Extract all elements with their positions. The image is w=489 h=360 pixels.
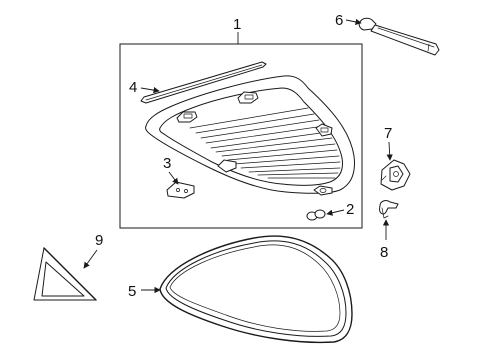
svg-text:6: 6 xyxy=(335,12,343,29)
part-3-bracket xyxy=(166,181,195,199)
glass-bracket-right xyxy=(315,123,333,137)
svg-text:4: 4 xyxy=(129,79,137,96)
part-5-weatherstrip xyxy=(159,235,353,344)
callout-1: 1 xyxy=(233,16,241,44)
part-4-trim-strip xyxy=(140,61,267,104)
svg-text:8: 8 xyxy=(380,244,388,261)
part-9-quarter-window xyxy=(33,247,97,301)
part-8-clip xyxy=(379,200,399,219)
callout-7: 7 xyxy=(384,125,393,161)
part-2-grommets xyxy=(306,209,326,221)
callout-6: 6 xyxy=(335,12,362,29)
callout-8: 8 xyxy=(380,219,390,261)
part-1-rear-window xyxy=(145,75,355,196)
glass-bracket-top-left xyxy=(176,111,198,123)
callout-4: 4 xyxy=(129,79,160,96)
svg-text:9: 9 xyxy=(95,232,103,249)
part-6-strut xyxy=(358,17,440,56)
glass-bracket-top-center xyxy=(237,91,259,104)
glass-bracket-bottom-right xyxy=(313,185,333,196)
callout-2: 2 xyxy=(326,201,354,218)
svg-text:5: 5 xyxy=(128,283,136,300)
callout-5: 5 xyxy=(128,283,161,300)
svg-text:2: 2 xyxy=(346,201,354,218)
defroster-lines xyxy=(189,107,341,179)
callout-9: 9 xyxy=(83,232,103,269)
part-7-latch xyxy=(380,159,411,191)
assembly-frame xyxy=(119,43,363,229)
glass-bracket-bottom-left xyxy=(217,159,237,173)
svg-text:1: 1 xyxy=(233,16,241,33)
svg-text:7: 7 xyxy=(384,125,392,142)
callout-3: 3 xyxy=(163,155,179,185)
svg-text:3: 3 xyxy=(163,155,171,172)
